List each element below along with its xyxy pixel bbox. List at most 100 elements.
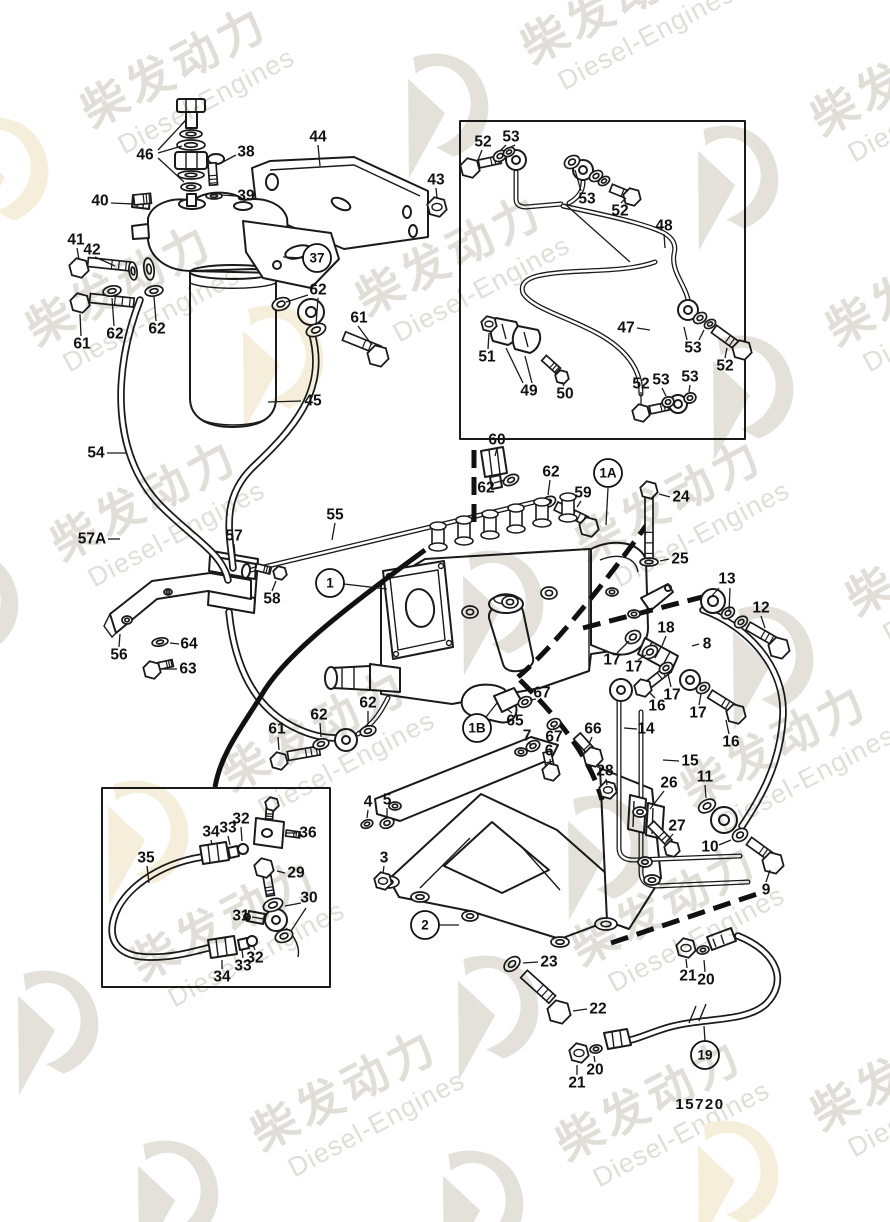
callout-19: 19 xyxy=(690,1040,720,1070)
callout-label: 2 xyxy=(421,918,429,933)
callout-17: 17 xyxy=(625,659,642,676)
callout-28: 28 xyxy=(596,763,614,780)
callout-label: 62 xyxy=(148,321,165,338)
callout-label: 62 xyxy=(309,282,326,299)
callout-6: 6 xyxy=(545,743,554,760)
callout-label: 61 xyxy=(268,721,286,738)
callout-label: 17 xyxy=(625,659,642,676)
brand-logo-watermark xyxy=(0,550,19,654)
brand-logo-watermark xyxy=(458,955,539,1081)
callout-label: 55 xyxy=(326,507,344,524)
brand-logo-watermark xyxy=(0,316,12,462)
callout-58: 58 xyxy=(263,591,281,608)
callout-label: 27 xyxy=(668,818,685,835)
callout-label: 21 xyxy=(568,1075,586,1092)
callout-label: 19 xyxy=(697,1048,712,1063)
callout-50: 50 xyxy=(556,386,573,403)
callout-label: 1A xyxy=(599,466,617,481)
callout-label: 51 xyxy=(478,349,496,366)
callout-label: 59 xyxy=(574,485,592,502)
callout-label: 30 xyxy=(300,890,317,907)
brand-logo-watermark xyxy=(733,605,814,731)
callout-5: 5 xyxy=(383,792,392,809)
callout-label: 53 xyxy=(578,191,596,208)
callout-51: 51 xyxy=(478,349,496,366)
callout-label: 8 xyxy=(703,636,712,653)
callout-21: 21 xyxy=(568,1075,586,1092)
callout-27: 27 xyxy=(668,818,685,835)
brand-logo-watermark xyxy=(18,970,99,1096)
callout-label: 57A xyxy=(78,531,106,548)
callout-label: 56 xyxy=(110,647,128,664)
callout-label: 62 xyxy=(477,480,494,497)
callout-label: 42 xyxy=(83,242,100,259)
callout-48: 48 xyxy=(655,218,673,235)
callout-label: 53 xyxy=(684,340,702,357)
brand-logo-watermark xyxy=(138,1140,219,1222)
callout-15: 15 xyxy=(681,753,699,770)
callout-label: 31 xyxy=(232,908,250,925)
callout-33: 33 xyxy=(234,958,252,975)
callout-label: 67 xyxy=(545,729,562,746)
callout-62: 62 xyxy=(309,282,326,299)
callout-label: 15 xyxy=(681,753,699,770)
callout-label: 62 xyxy=(542,464,559,481)
callout-label: 44 xyxy=(309,129,327,146)
callout-label: 9 xyxy=(762,882,771,899)
callout-label: 36 xyxy=(299,825,317,842)
callout-44: 44 xyxy=(309,129,327,146)
callout-40: 40 xyxy=(91,193,108,210)
callout-25: 25 xyxy=(671,551,689,568)
callout-label: 18 xyxy=(657,620,675,637)
callout-1A: 1A xyxy=(593,458,623,488)
callout-32: 32 xyxy=(232,811,249,828)
callout-21: 21 xyxy=(679,968,697,985)
diagram-line-art xyxy=(68,98,791,1064)
callout-label: 62 xyxy=(106,326,123,343)
callout-39: 39 xyxy=(237,188,255,205)
callout-label: 53 xyxy=(502,129,520,146)
callout-34: 34 xyxy=(202,824,220,841)
callout-23: 23 xyxy=(540,954,558,971)
callout-1: 1 xyxy=(315,568,345,598)
callout-label: 10 xyxy=(701,839,718,856)
callout-67: 67 xyxy=(533,685,550,702)
callout-32: 32 xyxy=(246,950,263,967)
callout-label: 24 xyxy=(672,489,690,506)
callout-label: 20 xyxy=(586,1062,603,1079)
callout-36: 36 xyxy=(299,825,317,842)
callout-17: 17 xyxy=(603,652,620,669)
callout-1B: 1B xyxy=(462,713,492,743)
callout-label: 16 xyxy=(722,734,740,751)
callout-label: 20 xyxy=(697,972,714,989)
callout-66: 66 xyxy=(584,721,602,738)
callout-label: 66 xyxy=(584,721,602,738)
callout-53: 53 xyxy=(681,369,699,386)
callout-label: 22 xyxy=(589,1001,606,1018)
watermark-chinese-text: 柴发动力 xyxy=(837,483,890,626)
callout-label: 52 xyxy=(611,203,628,220)
callout-63: 63 xyxy=(179,661,197,678)
callout-4: 4 xyxy=(364,794,373,811)
callout-62: 62 xyxy=(359,695,376,712)
callout-label: 34 xyxy=(213,969,231,986)
callout-label: 52 xyxy=(632,376,649,393)
callout-9: 9 xyxy=(762,882,771,899)
callout-label: 53 xyxy=(681,369,699,386)
callout-55: 55 xyxy=(326,507,344,524)
callout-16: 16 xyxy=(648,698,666,715)
callout-41: 41 xyxy=(67,232,85,249)
brand-logo-watermark xyxy=(243,305,324,431)
callout-label: 67 xyxy=(533,685,550,702)
callout-label: 40 xyxy=(91,193,108,210)
callout-57: 57 xyxy=(225,528,242,545)
callout-label: 35 xyxy=(137,850,155,867)
callout-18: 18 xyxy=(657,620,675,637)
callout-label: 46 xyxy=(136,147,154,164)
callout-label: 57 xyxy=(225,528,242,545)
callout-62: 62 xyxy=(148,321,165,338)
callout-label: 45 xyxy=(304,393,322,410)
callout-53: 53 xyxy=(652,372,670,389)
callout-label: 43 xyxy=(427,172,445,189)
